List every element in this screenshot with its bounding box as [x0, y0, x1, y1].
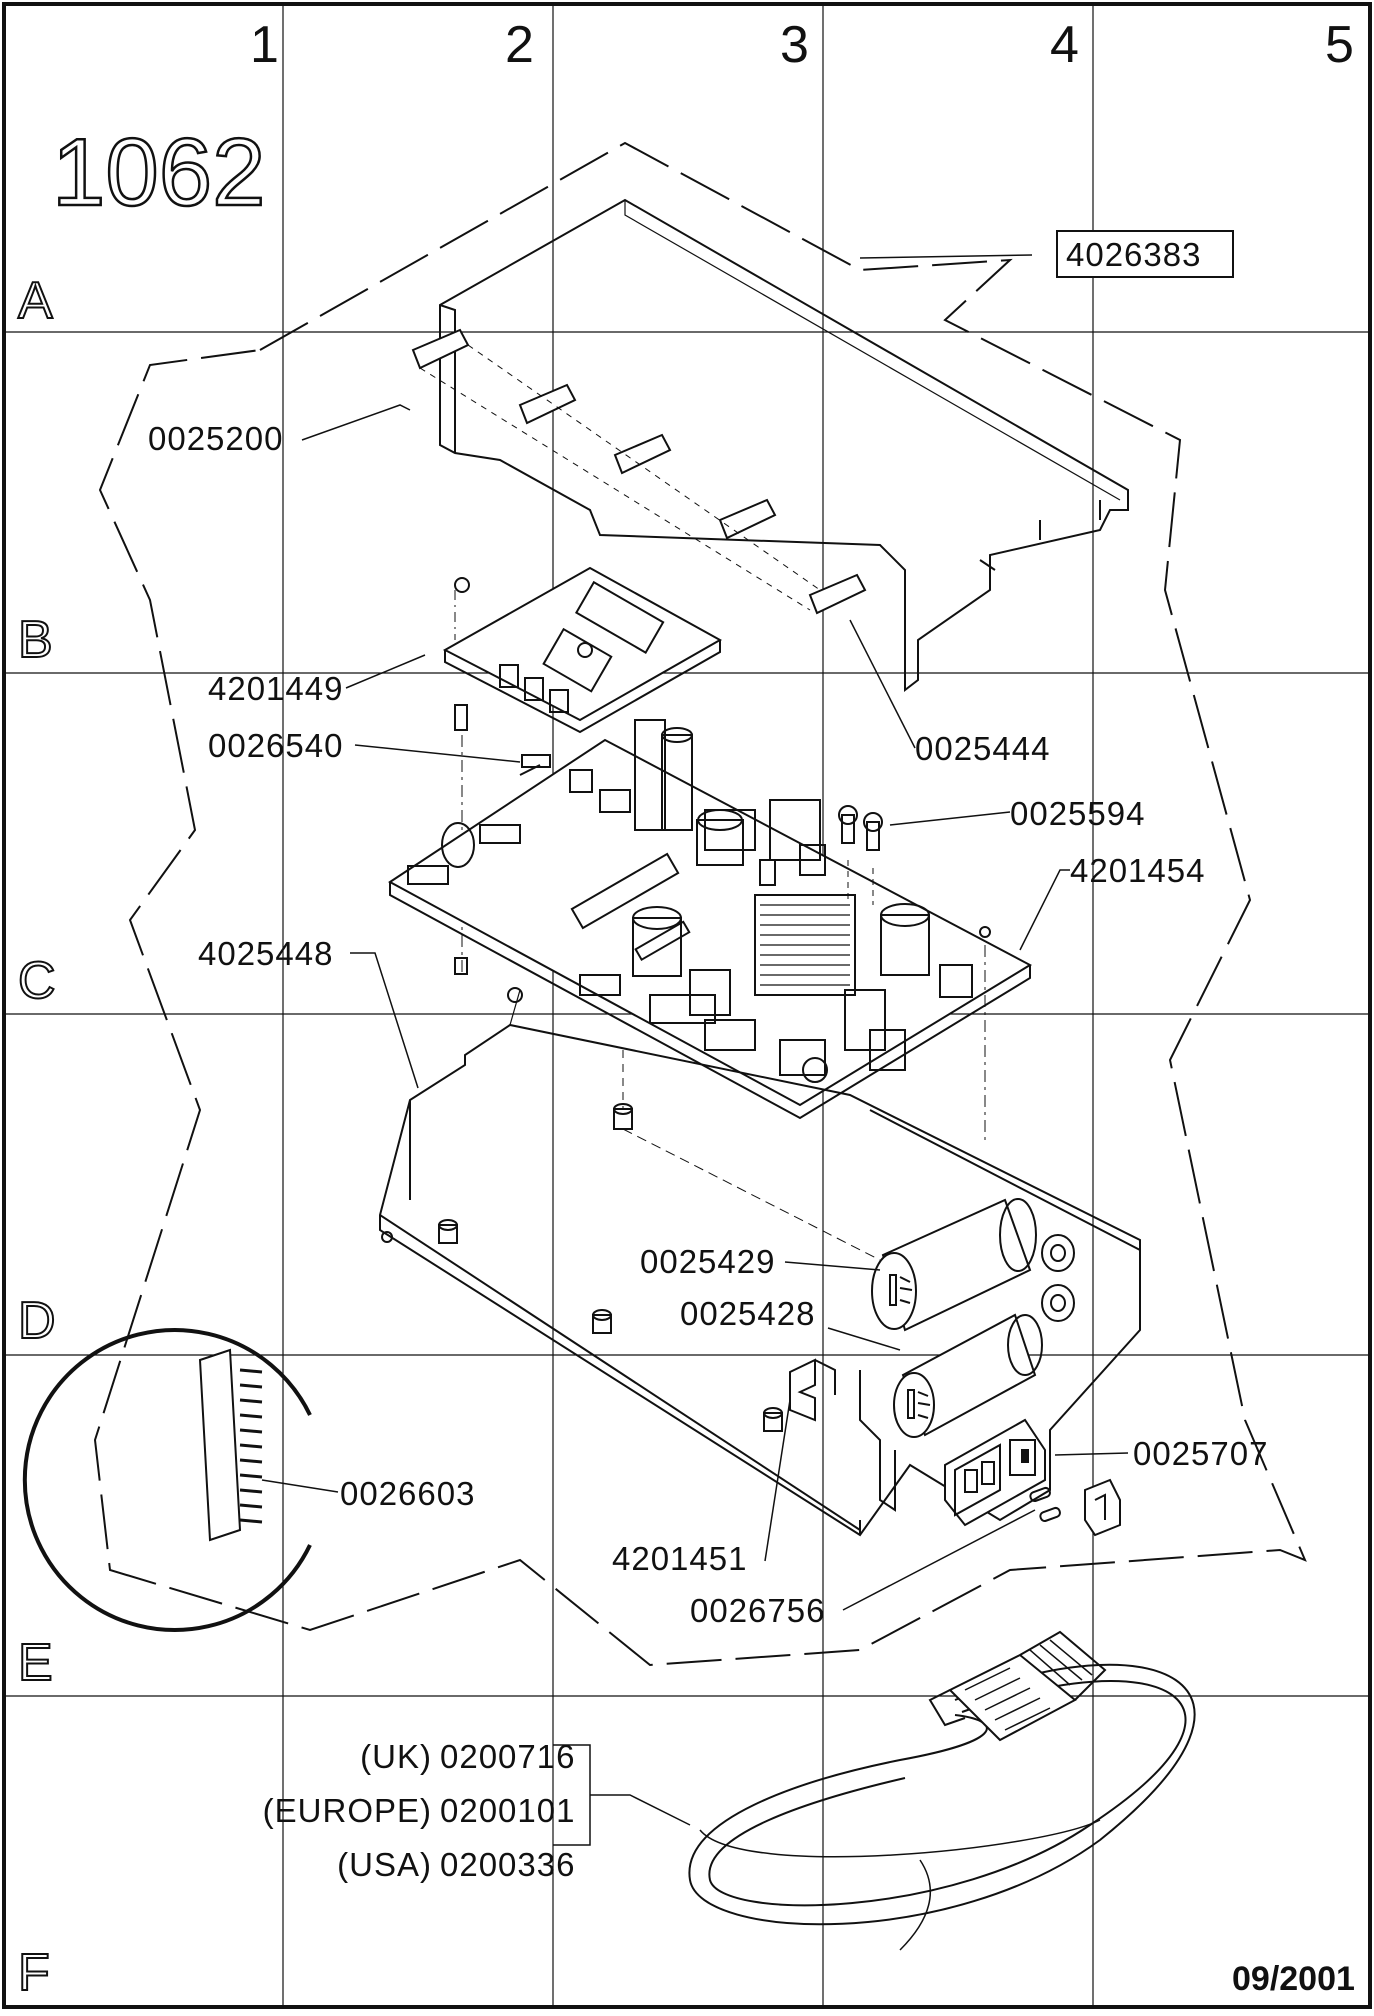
part-label-cover: 4026383 [1066, 236, 1201, 273]
column-label-1: 1 [250, 16, 279, 74]
cable-region-usa: (USA) [337, 1846, 432, 1883]
cable-part-uk: 0200716 [440, 1738, 575, 1775]
column-label-2: 2 [505, 16, 534, 74]
part-label-capacitor-2: 0025428 [680, 1295, 815, 1332]
bracket-drawing [789, 1358, 836, 1422]
row-label-f: F [18, 1944, 50, 2002]
row-labels: A B C D E F [17, 271, 57, 2003]
cable-part-usa: 0200336 [440, 1846, 575, 1883]
mains-inlet-drawing [944, 1418, 1121, 1537]
top-cover-drawing [411, 198, 1129, 693]
column-label-5: 5 [1325, 16, 1354, 74]
part-label-capacitor-1: 0025429 [640, 1243, 775, 1280]
cable-part-europe: 0200101 [440, 1792, 575, 1829]
part-label-top-cover: 0025200 [148, 420, 283, 457]
cable-region-europe: (EUROPE) [263, 1792, 432, 1829]
part-label-control-board: 4201449 [208, 670, 343, 707]
part-label-connector-detail: 0026603 [340, 1475, 475, 1512]
row-label-d: D [18, 1292, 56, 1350]
part-label-bracket: 4201451 [612, 1540, 747, 1577]
capacitors-drawing [622, 1128, 1075, 1438]
column-labels: 1 2 3 4 5 [250, 16, 1354, 74]
row-label-a: A [18, 272, 53, 330]
cable-variants: (UK) 0200716 (EUROPE) 0200101 (USA) 0200… [263, 1738, 575, 1883]
part-label-clip: 0025444 [915, 730, 1050, 767]
sheet-number: 1062 [52, 119, 266, 226]
power-cable-drawing [688, 1630, 1196, 1951]
chassis-drawing [379, 987, 1141, 1537]
part-label-mains-inlet: 0025707 [1133, 1435, 1268, 1472]
part-number-labels: 4026383 0025200 4201449 0026540 0025444 … [148, 236, 1268, 1629]
row-label-c: C [18, 952, 56, 1010]
column-label-3: 3 [780, 16, 809, 74]
leader-lines [261, 254, 1129, 1846]
cover-label-box [1056, 230, 1234, 278]
power-board-drawing [388, 719, 1033, 1140]
row-label-b: B [18, 611, 53, 669]
part-label-fuse-holder: 0025594 [1010, 795, 1145, 832]
part-label-fuse-mains: 0026756 [690, 1592, 825, 1629]
control-board-drawing [442, 566, 723, 975]
sheet-date: 09/2001 [1232, 1960, 1355, 1998]
column-label-4: 4 [1050, 16, 1079, 74]
connector-detail-drawing [22, 1328, 312, 1632]
assembly-boundary [93, 141, 1307, 1667]
row-label-e: E [18, 1634, 53, 1692]
part-label-chassis: 4025448 [198, 935, 333, 972]
part-label-power-board: 4201454 [1070, 852, 1205, 889]
cable-region-uk: (UK) [360, 1738, 432, 1775]
part-label-fuse-small: 0026540 [208, 727, 343, 764]
